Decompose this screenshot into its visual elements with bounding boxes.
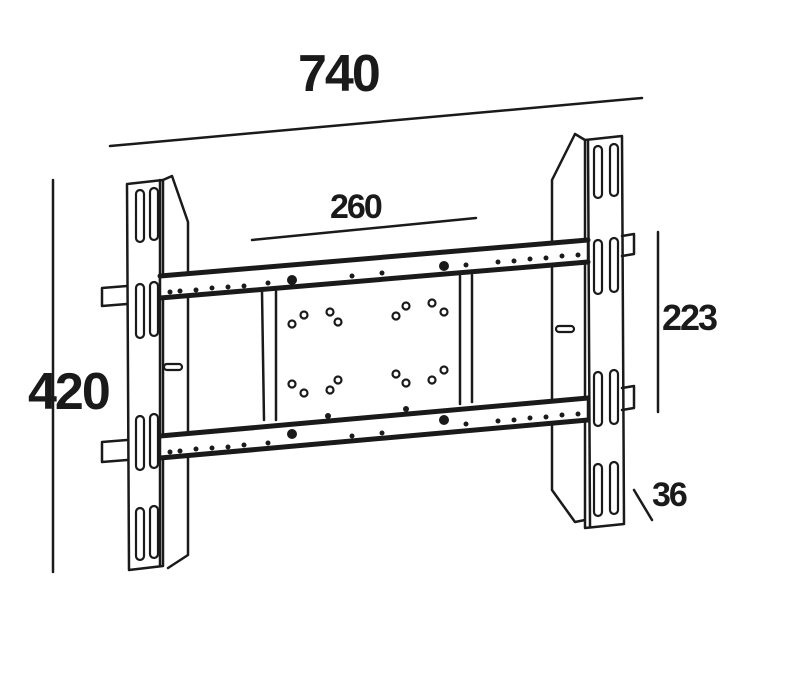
label-overall-height: 420 (28, 363, 111, 421)
dim-line-depth (632, 488, 654, 522)
label-rail-spacing: 223 (662, 297, 718, 338)
label-overall-width: 740 (298, 45, 381, 103)
label-depth: 36 (652, 476, 688, 514)
center-plate (260, 273, 474, 422)
label-inner-width: 260 (330, 188, 383, 226)
top-rail (157, 237, 591, 301)
dim-line-inner-width (250, 216, 478, 242)
dim-line-width (108, 96, 644, 148)
right-bracket (550, 132, 636, 530)
left-bracket (100, 174, 190, 572)
bottom-rail (157, 395, 591, 461)
